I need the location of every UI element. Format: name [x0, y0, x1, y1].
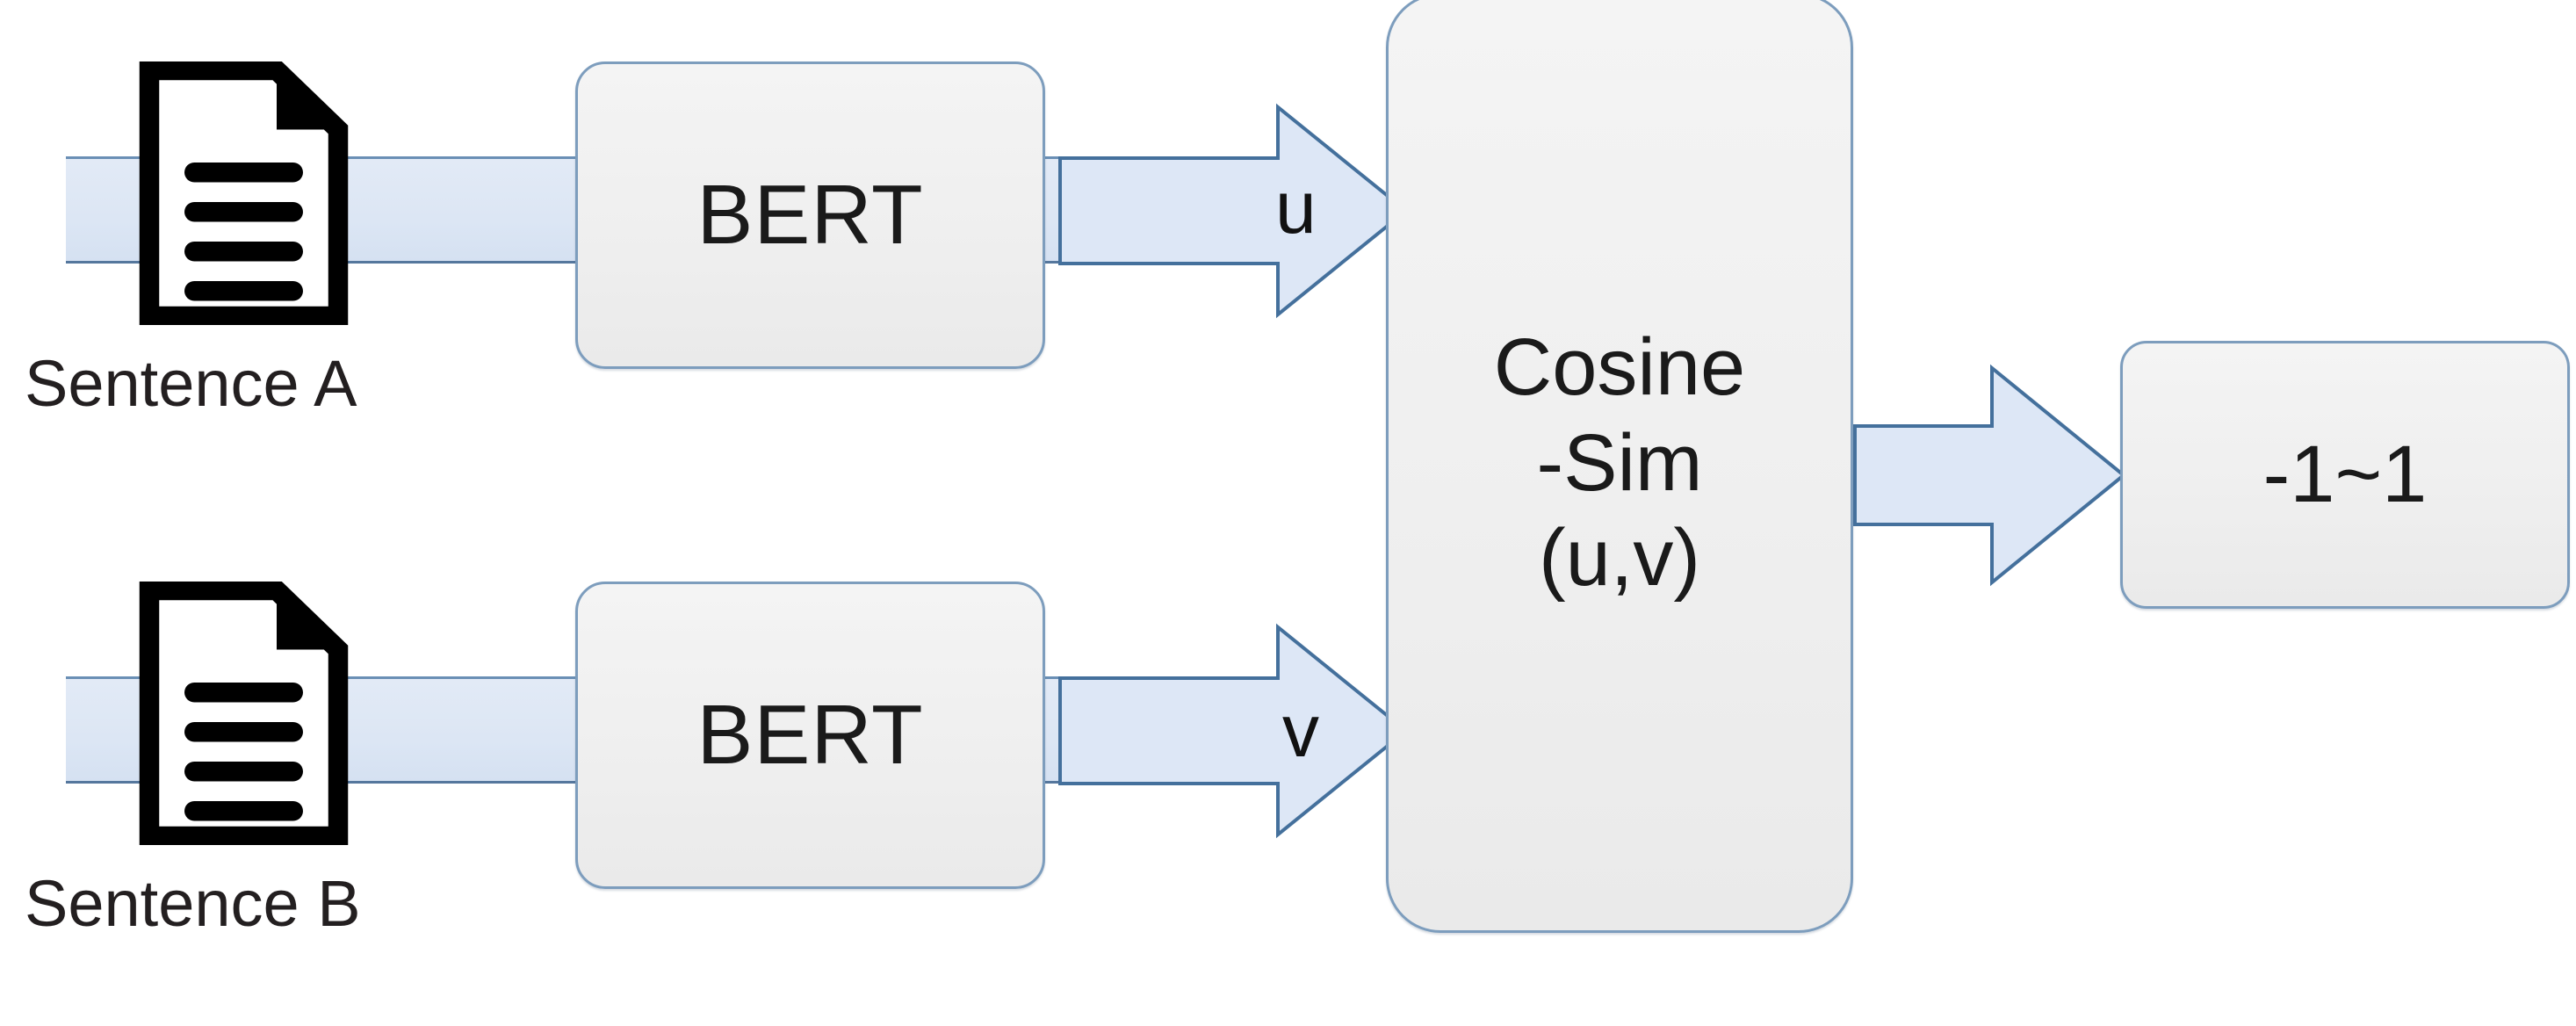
document-icon	[139, 61, 349, 325]
bert-encoder-a-label: BERT	[696, 168, 924, 263]
arrow-output	[1853, 364, 2127, 587]
vector-label-u: u	[1275, 166, 1317, 249]
output-range-box[interactable]: -1~1	[2120, 341, 2570, 609]
bert-encoder-b[interactable]: BERT	[575, 582, 1045, 889]
cosine-line-3: (u,v)	[1539, 513, 1700, 603]
vector-label-v: v	[1282, 690, 1319, 772]
caption-sentence-a: Sentence A	[25, 347, 357, 420]
output-range-label: -1~1	[2262, 430, 2428, 520]
document-icon	[139, 582, 349, 845]
caption-sentence-b: Sentence B	[25, 867, 361, 940]
bert-encoder-a[interactable]: BERT	[575, 61, 1045, 369]
cosine-line-2: -Sim	[1536, 417, 1703, 508]
cosine-line-1: Cosine	[1493, 322, 1746, 413]
cosine-similarity-box[interactable]: Cosine -Sim (u,v)	[1386, 0, 1853, 933]
bert-encoder-b-label: BERT	[696, 688, 924, 783]
arrow-u	[1058, 103, 1410, 319]
arrow-v	[1058, 623, 1410, 839]
